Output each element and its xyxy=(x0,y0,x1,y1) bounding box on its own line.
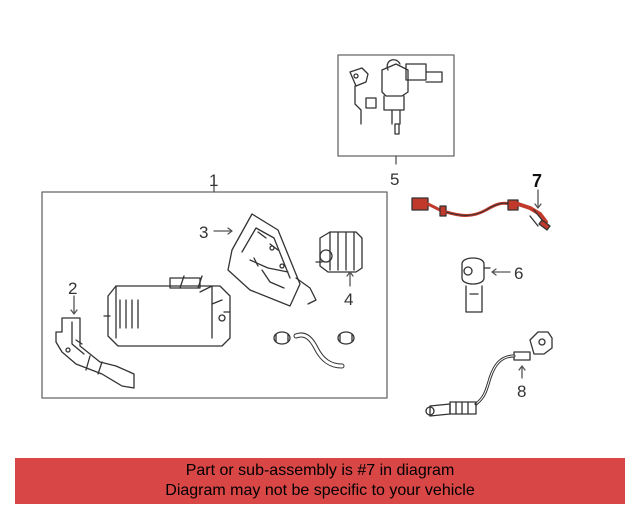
banner-line-1: Part or sub-assembly is #7 in diagram xyxy=(185,462,455,479)
banner-line-2: Diagram may not be specific to your vehi… xyxy=(165,482,475,499)
part-4-valve xyxy=(315,231,363,273)
callout-3: 3 xyxy=(199,223,208,242)
callout-8: 8 xyxy=(517,382,526,401)
part-7-arrow xyxy=(534,189,542,209)
canister xyxy=(103,275,231,347)
part-6-knock-sensor xyxy=(461,257,491,313)
part-8-oxygen-sensor xyxy=(425,331,553,417)
part-3-bracket xyxy=(227,213,317,307)
callout-2: 2 xyxy=(68,279,77,298)
callout-5: 5 xyxy=(390,170,399,189)
callout-4: 4 xyxy=(344,290,353,309)
notice-banner: Part or sub-assembly is #7 in diagram Di… xyxy=(15,458,625,504)
part-6-arrow xyxy=(491,268,511,276)
part-5-valve xyxy=(349,59,443,135)
callout-1: 1 xyxy=(209,171,218,190)
callout-7: 7 xyxy=(532,171,542,191)
part-7-oxygen-sensor xyxy=(411,197,551,231)
part-8-arrow xyxy=(518,365,526,379)
callout-6: 6 xyxy=(514,264,523,283)
part-2-bracket xyxy=(55,317,135,389)
part-3-arrow xyxy=(213,227,233,235)
part-2-arrow xyxy=(70,295,78,315)
part-4-arrow xyxy=(346,271,354,287)
hose-clamps xyxy=(273,331,355,369)
